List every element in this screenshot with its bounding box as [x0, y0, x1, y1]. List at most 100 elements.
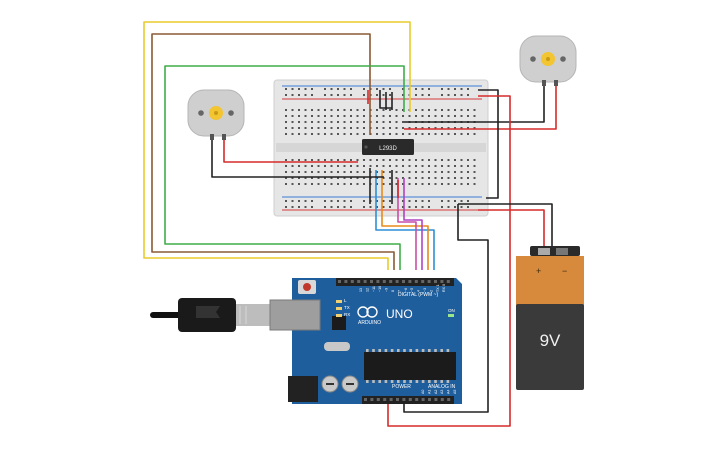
rail-hole	[415, 94, 417, 96]
chip-pin	[403, 349, 406, 352]
breadboard-hole	[454, 115, 456, 117]
breadboard-hole	[389, 171, 391, 173]
breadboard-hole	[441, 127, 443, 129]
breadboard-hole	[337, 159, 339, 161]
breadboard-hole	[343, 159, 346, 161]
breadboard-hole	[337, 183, 339, 185]
rail-hole	[441, 200, 443, 202]
digital-pin-label: 4	[417, 290, 421, 292]
breadboard-hole	[408, 115, 411, 117]
breadboard-hole	[447, 133, 450, 135]
rail-hole	[402, 200, 404, 202]
rail-hole	[454, 200, 456, 202]
rail-hole	[376, 206, 378, 208]
rail-hole	[402, 94, 404, 96]
digital-pin-label: ~9	[385, 288, 389, 292]
chip-pin	[434, 380, 437, 383]
breadboard-hole	[317, 159, 320, 161]
breadboard-hole	[330, 177, 333, 179]
rail-hole	[421, 94, 424, 96]
battery-voltage: 9V	[540, 331, 561, 350]
wire-orange	[381, 170, 429, 270]
breadboard-hole	[291, 183, 294, 185]
breadboard-hole	[460, 183, 463, 185]
breadboard-hole	[441, 183, 443, 185]
breadboard-hole	[467, 183, 469, 185]
rail-hole	[408, 200, 411, 202]
breadboard-hole	[467, 127, 469, 129]
breadboard-hole	[441, 177, 443, 179]
wire-blue	[375, 170, 435, 270]
breadboard-hole	[428, 115, 430, 117]
chip-pin	[409, 349, 412, 352]
rail-hole	[291, 200, 294, 202]
breadboard-hole	[311, 165, 313, 167]
breadboard-hole	[447, 159, 450, 161]
header-pin	[421, 280, 425, 283]
breadboard-hole	[415, 171, 417, 173]
wire-battery-black	[458, 203, 553, 248]
breadboard-hole	[434, 115, 437, 117]
rail-hole	[421, 200, 424, 202]
breadboard-hole	[324, 159, 326, 161]
breadboard-hole	[408, 133, 411, 135]
breadboard-hole	[415, 177, 417, 179]
breadboard-hole	[285, 109, 287, 111]
chip-pin	[415, 349, 419, 352]
chip-pin	[372, 380, 375, 383]
breadboard-hole	[428, 109, 430, 111]
breadboard-hole	[467, 171, 469, 173]
rail-hole	[298, 94, 300, 96]
digital-pin-label: RX 0	[442, 284, 446, 292]
breadboard-hole	[311, 177, 313, 179]
breadboard-hole	[330, 183, 333, 185]
breadboard-hole	[421, 171, 424, 173]
rail-hole	[343, 94, 346, 96]
breadboard-hole	[324, 115, 326, 117]
breadboard-hole	[285, 115, 287, 117]
atmega-pins	[366, 349, 450, 383]
breadboard-hole	[428, 171, 430, 173]
breadboard-hole	[337, 115, 339, 117]
rail-hole	[460, 206, 463, 208]
breadboard-hole	[382, 177, 385, 179]
chip-pin	[421, 349, 425, 352]
breadboard-hole	[343, 177, 346, 179]
wire-battery-red	[478, 209, 545, 248]
breadboard-hole	[447, 171, 450, 173]
header-pin	[402, 280, 405, 283]
rail-hole	[311, 94, 313, 96]
rail-hole	[291, 88, 294, 90]
breadboard-hole	[389, 165, 391, 167]
chip-pin	[421, 380, 425, 383]
chip-pin	[366, 380, 369, 383]
breadboard-hole	[421, 183, 424, 185]
breadboard-hole	[389, 183, 391, 185]
rail-hole	[304, 94, 307, 96]
breadboard-hole	[428, 183, 430, 185]
digital-pin-label: ~5	[410, 288, 414, 292]
rail-hole	[467, 206, 469, 208]
breadboard-hole	[291, 115, 294, 117]
rail-hole	[447, 206, 450, 208]
breadboard-hole	[402, 133, 404, 135]
breadboard-hole	[343, 133, 346, 135]
chip-label: L293D	[379, 146, 397, 152]
breadboard-hole	[304, 165, 307, 167]
breadboard-hole	[363, 133, 365, 135]
breadboard-hole	[350, 183, 352, 185]
header-pin	[376, 398, 380, 401]
chip-pin	[366, 349, 369, 352]
breadboard-hole	[324, 127, 326, 129]
breadboard-hole	[382, 115, 385, 117]
usb-cable	[150, 298, 270, 332]
breadboard-hole	[311, 171, 313, 173]
rail-hole	[376, 88, 378, 90]
breadboard-hole	[389, 115, 391, 117]
breadboard-hole	[330, 109, 333, 111]
breadboard-hole	[408, 183, 411, 185]
breadboard-hole	[369, 165, 372, 167]
breadboard-hole	[395, 177, 398, 179]
breadboard-hole	[330, 115, 333, 117]
breadboard-hole	[337, 127, 339, 129]
